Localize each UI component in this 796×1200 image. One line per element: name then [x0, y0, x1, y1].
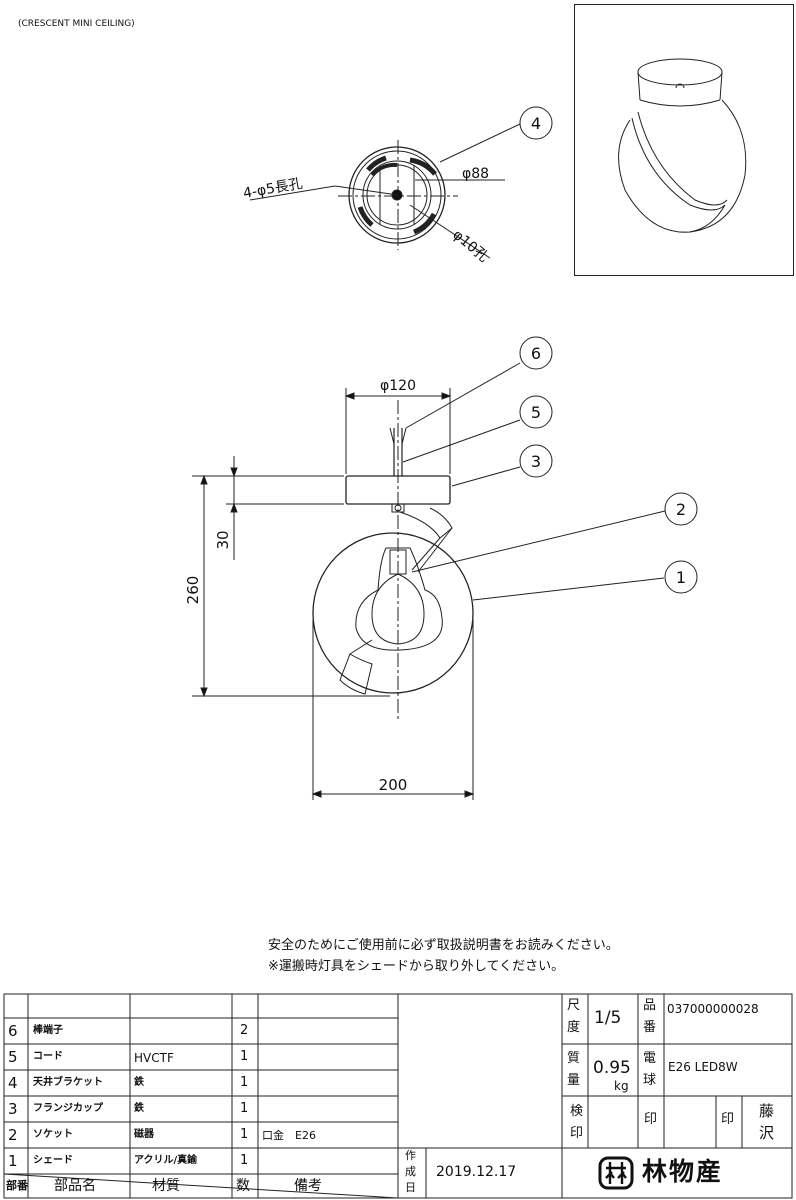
- checker-name: 沢: [759, 1124, 775, 1142]
- part-material: HVCTF: [134, 1051, 174, 1065]
- drawing-title: (CRESCENT MINI CEILING): [18, 19, 135, 29]
- inspect-label: 印: [570, 1126, 584, 1141]
- company-logo-icon: [598, 1156, 634, 1190]
- part-material: 鉄: [134, 1103, 144, 1114]
- callout-5: 5: [531, 403, 541, 422]
- part-name: コード: [33, 1051, 63, 1062]
- weight-value: 0.95: [593, 1058, 631, 1078]
- diameter-label: φ88: [462, 166, 489, 182]
- weight-label: 量: [567, 1073, 581, 1088]
- part-material: 鉄: [134, 1077, 144, 1088]
- note-transport: ※運搬時灯具をシェードから取り外してください。: [268, 959, 565, 974]
- header-material: 材質: [152, 1178, 180, 1194]
- callout-6: 6: [531, 344, 541, 363]
- header-no: 部番: [6, 1179, 28, 1192]
- weight-label: 質: [567, 1051, 581, 1066]
- part-number-label: 品: [643, 998, 657, 1013]
- part-name: 天井ブラケット: [33, 1077, 103, 1088]
- note-safety: 安全のためにご使用前に必ず取扱説明書をお読みください。: [268, 938, 619, 953]
- perspective-frame: [574, 4, 794, 276]
- part-no: 3: [8, 1100, 18, 1118]
- dim-height-total: 260: [184, 576, 202, 605]
- top-view: [249, 123, 521, 259]
- part-no: 5: [8, 1048, 18, 1066]
- part-no: 1: [8, 1152, 18, 1170]
- header-qty: 数: [236, 1178, 250, 1194]
- stamp-label: 印: [644, 1112, 658, 1127]
- part-remarks: 口金 E26: [262, 1129, 316, 1142]
- checker-name: 藤: [759, 1102, 775, 1120]
- part-number-value: 037000000028: [667, 1002, 759, 1016]
- callout-4: 4: [531, 114, 541, 133]
- company-name: 林物産: [642, 1157, 724, 1186]
- bulb-label: 電: [643, 1051, 657, 1066]
- weight-unit: kg: [614, 1079, 629, 1093]
- part-qty: 2: [240, 1023, 249, 1038]
- part-name: フランジカップ: [33, 1103, 103, 1114]
- stamp-label: 印: [721, 1112, 735, 1127]
- part-name: ソケット: [33, 1129, 73, 1140]
- header-remarks: 備考: [294, 1178, 322, 1194]
- bulb-label: 球: [643, 1073, 657, 1088]
- created-date: 2019.12.17: [436, 1164, 517, 1180]
- part-number-label: 番: [643, 1020, 657, 1035]
- inspect-label: 検: [570, 1104, 584, 1119]
- part-no: 6: [8, 1022, 18, 1040]
- part-no: 2: [8, 1126, 18, 1144]
- dim-width: 200: [379, 776, 408, 794]
- scale-label: 尺: [567, 998, 581, 1013]
- dim-height-canopy: 30: [214, 530, 232, 549]
- perspective-view: [618, 58, 747, 233]
- part-qty: 1: [240, 1153, 249, 1168]
- callout-2: 2: [676, 500, 686, 519]
- part-qty: 1: [240, 1101, 249, 1116]
- part-material: アクリル/真鍮: [134, 1155, 198, 1166]
- technical-drawing: 4 6 5 3 2 1 4-φ5長孔 φ88 φ10孔 φ120 260 30 …: [184, 58, 747, 800]
- part-qty: 1: [240, 1075, 249, 1090]
- scale-label: 度: [567, 1020, 581, 1035]
- bulb-value: E26 LED8W: [668, 1060, 738, 1074]
- made-label: 作: [405, 1149, 416, 1162]
- header-name: 部品名: [54, 1178, 96, 1194]
- made-label: 成: [405, 1165, 416, 1178]
- callout-1: 1: [676, 568, 686, 587]
- front-view: [192, 362, 666, 800]
- part-qty: 1: [240, 1127, 249, 1142]
- part-name: シェード: [33, 1155, 73, 1166]
- part-qty: 1: [240, 1049, 249, 1064]
- dim-top-diameter: φ120: [380, 378, 416, 394]
- part-material: 磁器: [134, 1129, 154, 1140]
- callout-3: 3: [531, 452, 541, 471]
- scale-value: 1/5: [594, 1008, 622, 1028]
- made-label: 日: [405, 1181, 416, 1194]
- part-no: 4: [8, 1074, 18, 1092]
- part-name: 棒端子: [33, 1025, 63, 1036]
